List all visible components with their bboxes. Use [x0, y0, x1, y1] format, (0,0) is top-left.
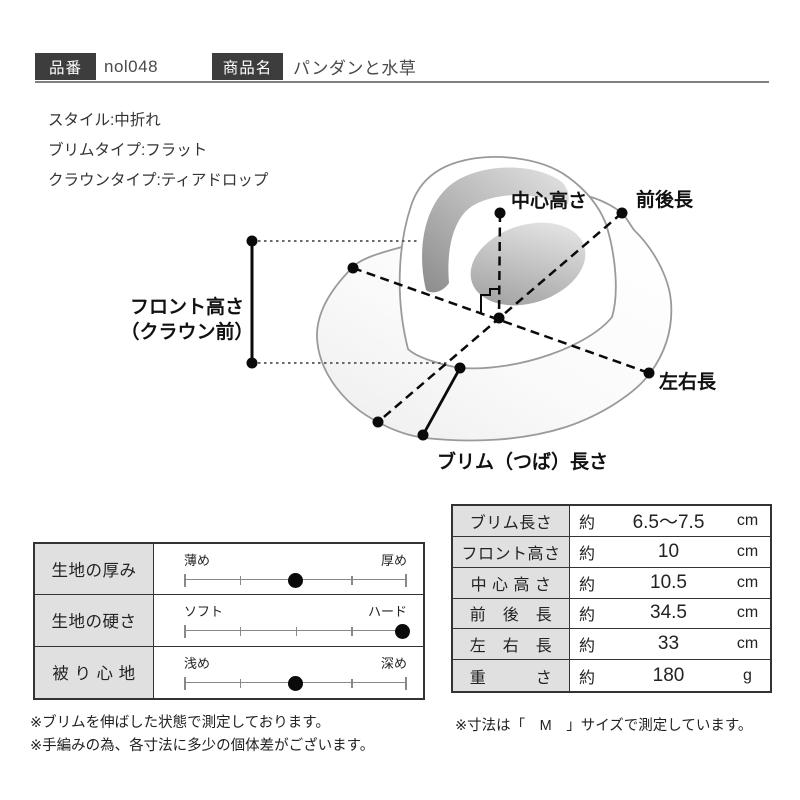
item-number-badge: 品番: [35, 53, 96, 80]
table-row: 被 り 心 地 浅め 深め: [35, 646, 423, 698]
label-brim-length: ブリム（つば）長さ: [437, 450, 608, 473]
table-row: フロント高さ 約 10 cm: [453, 536, 770, 568]
table-row: 左 右 長 約 33 cm: [453, 629, 770, 661]
table-row: ブリム長さ 約 6.5〜7.5 cm: [453, 506, 770, 537]
attr-scale-track: [184, 675, 407, 691]
dot-brim-edge: [417, 429, 429, 441]
brim-length-line: [421, 367, 462, 436]
spec-style: スタイル:中折れ: [48, 112, 161, 129]
meas-value: 6.5〜7.5: [632, 512, 705, 534]
dot-front-back: [616, 207, 628, 219]
attr-scale-dot: [288, 572, 303, 588]
product-name-badge: 商品名: [212, 53, 283, 80]
meas-label: ブリム長さ: [453, 506, 570, 536]
meas-approx: 約: [579, 607, 596, 625]
attr-slider-stiffness: ソフト ハード: [154, 595, 423, 645]
table-row: 重 さ 約 180 g: [453, 660, 770, 691]
meas-approx: 約: [579, 514, 596, 532]
meas-value: 10.5: [650, 571, 687, 593]
table-row: 中 心 高 さ 約 10.5 cm: [453, 567, 770, 599]
table-row: 生地の硬さ ソフト ハード: [35, 595, 423, 647]
attr-scale-track: [184, 623, 411, 639]
item-number-value: nol048: [104, 56, 159, 76]
attr-scale-track: [184, 572, 407, 588]
right-angle-mark: [480, 288, 499, 313]
attr-min-label: 薄め: [184, 553, 211, 569]
meas-label: 前 後 長: [453, 598, 570, 629]
meas-label: フロント高さ: [453, 536, 570, 567]
attr-label-fit: 被 り 心 地: [35, 646, 154, 698]
header-divider: [35, 81, 769, 83]
meas-unit: g: [743, 666, 752, 684]
attr-label-thickness: 生地の厚み: [35, 544, 154, 595]
left-right-dashed-line: [352, 266, 650, 375]
meas-label: 重 さ: [453, 660, 570, 691]
spec-crown-type: クラウンタイプ:ティアドロップ: [48, 172, 269, 189]
attr-slider-thickness: 薄め 厚め: [154, 544, 423, 594]
dot-center-base: [493, 312, 505, 324]
table-row: 前 後 長 約 34.5 cm: [453, 598, 770, 630]
center-height-dashed-line: [497, 212, 502, 319]
meas-approx: 約: [579, 576, 596, 594]
product-name-value: パンダンと水草: [293, 59, 417, 78]
attr-scale-dot: [395, 623, 411, 639]
dot-crown-top: [494, 207, 506, 219]
hat-measurement-diagram: 中心高さ 前後長 フロント高さ （クラウン前） 左右長 ブリム（つば）長さ: [120, 156, 717, 473]
fabric-attributes-table: 生地の厚み 薄め 厚め 生地の硬さ: [33, 542, 425, 700]
footnote-brim: ※ブリムを伸ばした状態で測定しております。: [30, 715, 330, 731]
spec-brim-type: ブリムタイプ:フラット: [48, 142, 208, 159]
meas-unit: cm: [736, 635, 759, 653]
meas-approx: 約: [579, 545, 596, 563]
dot-brim-back-left: [372, 416, 384, 428]
dot-measure-bottom: [246, 357, 258, 369]
label-front-back-length: 前後長: [636, 188, 694, 211]
attr-max-label: 深め: [380, 656, 407, 672]
meas-unit: cm: [736, 573, 759, 591]
attr-max-label: ハード: [367, 604, 407, 620]
crown-dent-crescent: [422, 167, 569, 293]
meas-unit: cm: [736, 542, 759, 560]
footnote-size: ※寸法は「 M 」サイズで測定しています。: [455, 718, 753, 734]
meas-value: 10: [657, 540, 680, 562]
attr-label-stiffness: 生地の硬さ: [35, 595, 154, 646]
meas-unit: cm: [736, 604, 759, 622]
dot-left-right: [643, 367, 655, 379]
attr-scale-dot: [288, 675, 303, 691]
attr-min-label: 浅め: [184, 656, 211, 672]
spec-list: スタイル:中折れ ブリムタイプ:フラット クラウンタイプ:ティアドロップ: [48, 106, 268, 196]
attr-max-label: 厚め: [380, 553, 407, 569]
footnote-handmade: ※手編みの為、各寸法に多少の個体差がございます。: [30, 737, 375, 754]
attr-min-label: ソフト: [184, 604, 224, 620]
footnotes-left: ※ブリムを伸ばした状態で測定しております。 ※手編みの為、各寸法に多少の個体差が…: [30, 712, 374, 757]
label-front-height-line2: （クラウン前）: [120, 320, 253, 343]
meas-value: 33: [657, 633, 680, 655]
label-center-height: 中心高さ: [511, 189, 587, 212]
meas-unit: cm: [736, 511, 759, 529]
dot-crown-base-front: [454, 362, 466, 374]
label-front-height-line1: フロント高さ: [130, 295, 244, 318]
meas-label: 左 右 長: [453, 629, 570, 660]
meas-approx: 約: [579, 638, 596, 656]
meas-approx: 約: [579, 669, 596, 687]
dot-brim-left: [347, 262, 359, 274]
label-left-right-length: 左右長: [659, 370, 717, 393]
measurements-table: ブリム長さ 約 6.5〜7.5 cm フロント高さ 約 10 cm 中 心 高 …: [451, 504, 772, 693]
attr-slider-fit: 浅め 深め: [154, 647, 423, 698]
dot-measure-top: [246, 235, 258, 247]
meas-value: 180: [652, 664, 685, 686]
meas-label: 中 心 高 さ: [453, 567, 570, 598]
table-row: 生地の厚み 薄め 厚め: [35, 544, 423, 596]
meas-value: 34.5: [650, 602, 687, 624]
